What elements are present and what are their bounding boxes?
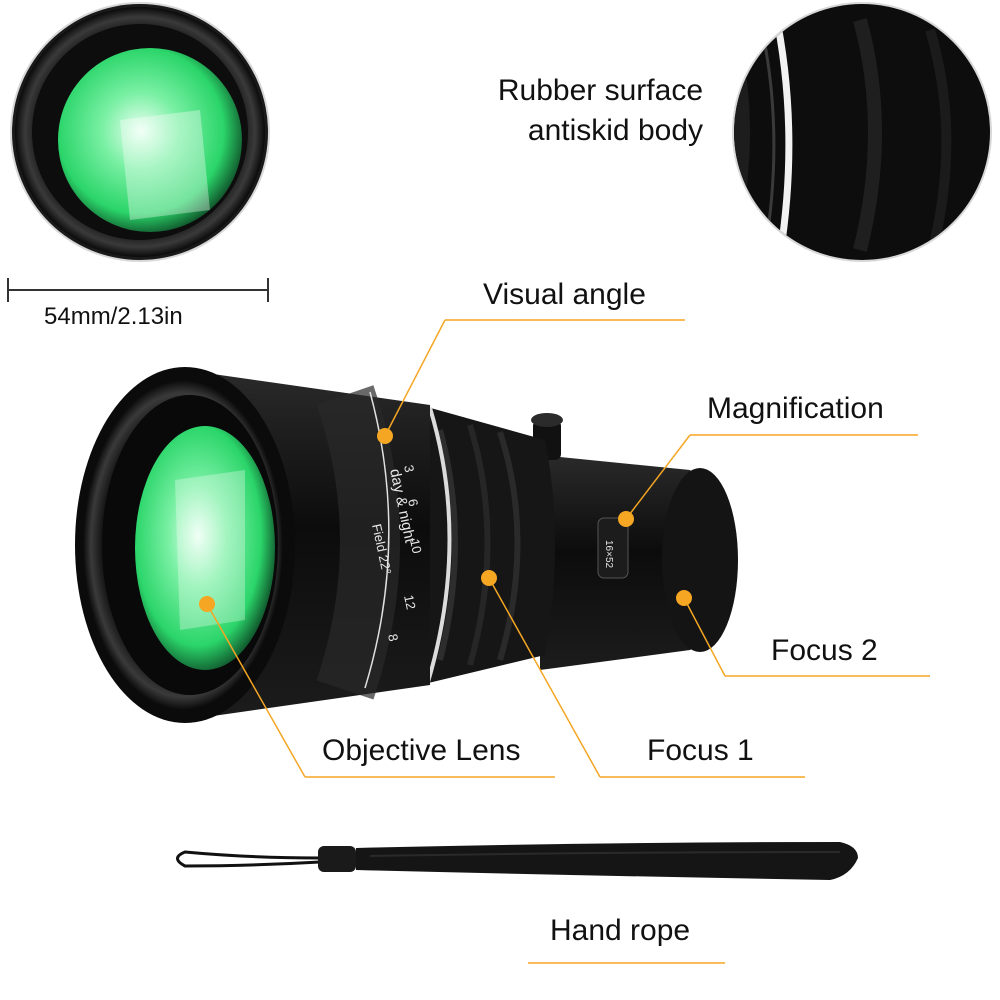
callout-dot-visual-angle (377, 428, 393, 444)
body-closeup (732, 2, 992, 262)
lens-closeup (10, 2, 270, 262)
hand-rope-label: Hand rope (550, 914, 691, 947)
monocular (75, 367, 738, 723)
callout-dot-focus-2 (676, 590, 692, 606)
badge-text: 16×52 (603, 540, 614, 569)
rubber-surface-label-line2: antiskid body (527, 114, 703, 147)
magnification-label: Magnification (707, 392, 884, 425)
rubber-surface-label-line1: Rubber surface (497, 74, 703, 107)
scale-number: 12 (401, 594, 419, 611)
scale-number: 6 (405, 498, 421, 508)
focus-1-label: Focus 1 (647, 734, 754, 767)
callout-dot-magnification (618, 511, 634, 527)
visual-angle-label: Visual angle (483, 278, 646, 311)
callout-dots (199, 428, 692, 612)
hand-rope (176, 842, 858, 880)
diameter-bracket (7, 278, 269, 302)
focus-2-label: Focus 2 (771, 634, 878, 667)
diameter-label: 54mm/2.13in (44, 303, 183, 330)
callout-dot-objective-lens (199, 596, 215, 612)
scale-number: 10 (407, 538, 425, 555)
callout-lines (206, 319, 930, 964)
scale-number: 3 (401, 464, 417, 474)
callout-dot-focus-1 (481, 570, 497, 586)
objective-lens-label: Objective Lens (322, 734, 521, 767)
scale-number: 8 (385, 633, 401, 643)
